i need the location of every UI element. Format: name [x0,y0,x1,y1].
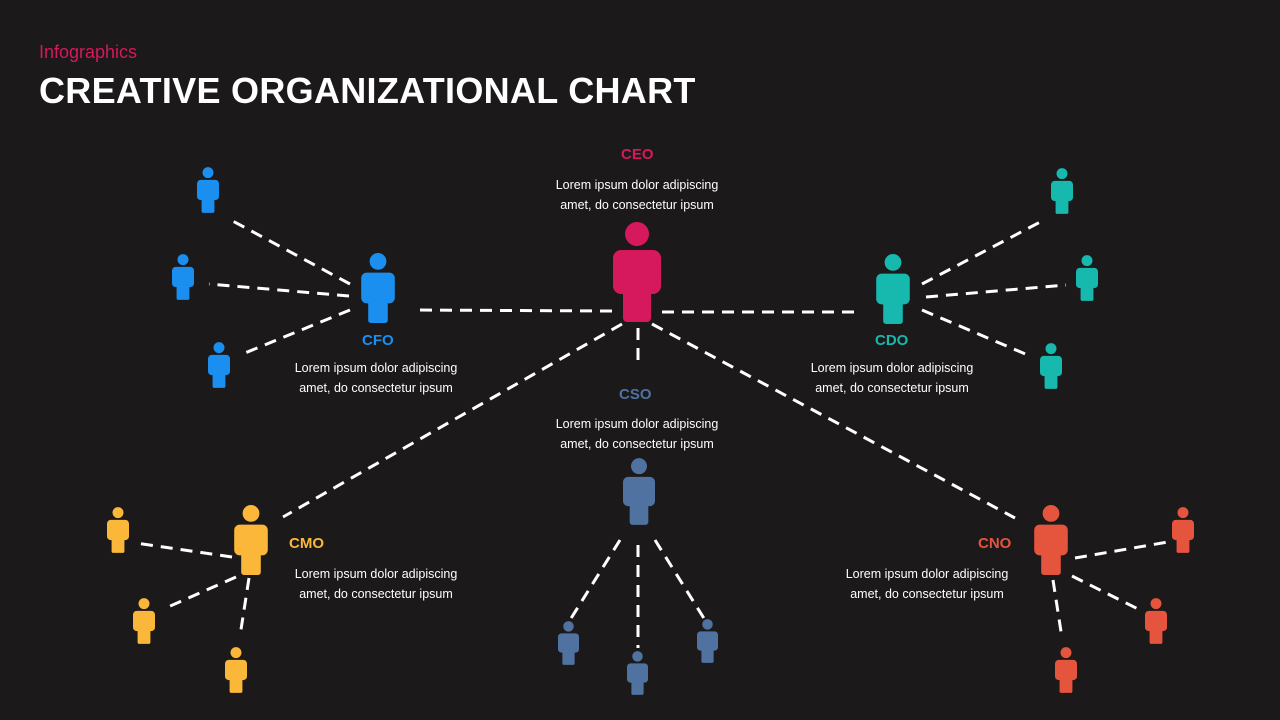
person-icon [1145,598,1167,644]
person-icon [361,253,395,323]
connector-cso-sub-3 [653,539,707,621]
person-icon [133,598,155,644]
cmo-description: Lorem ipsum dolor adipiscing amet, do co… [294,567,458,601]
connector-cdo-sub-1 [921,218,1045,286]
connector-cno-sub-1 [1074,540,1169,560]
person-icon [225,647,247,693]
person-icon [1034,505,1068,575]
subtitle: Infographics [39,42,138,62]
connector-cfo-sub-3 [244,308,351,355]
connector-cfo-sub-2 [208,282,350,298]
connectors [135,217,1169,648]
connector-cfo-sub-1 [228,217,351,286]
connector-ceo-cno [651,322,1016,520]
cdo-description: Lorem ipsum dolor adipiscing amet, do co… [810,361,974,395]
connector-ceo-cmo [282,322,623,519]
person-icon [627,651,648,695]
person-icon [613,222,661,322]
cno-description: Lorem ipsum dolor adipiscing amet, do co… [845,567,1009,601]
page-title: CREATIVE ORGANIZATIONAL CHART [39,70,696,111]
cfo-description: Lorem ipsum dolor adipiscing amet, do co… [294,361,458,395]
person-icon [1051,168,1073,214]
ceo-description: Lorem ipsum dolor adipiscing amet, do co… [555,178,719,212]
person-icon [197,167,219,213]
cdo-role: CDO [875,332,909,349]
person-icon [107,507,129,553]
cso-role: CSO [619,386,652,403]
cso-description: Lorem ipsum dolor adipiscing amet, do co… [555,417,719,451]
connector-cdo-sub-3 [921,308,1031,358]
connector-cno-sub-2 [1071,574,1141,612]
person-icon [558,621,579,665]
connector-ceo-cfo [411,308,613,313]
person-icon [208,342,230,388]
cno-role: CNO [978,535,1012,552]
person-icon [623,458,655,525]
connector-cmo-sub-3 [238,577,251,637]
connector-cso-sub-1 [568,539,622,621]
connector-cno-sub-3 [1051,579,1064,639]
cfo-role: CFO [362,332,394,349]
person-icon [1040,343,1062,389]
connector-cmo-sub-1 [135,541,233,559]
person-icon [1172,507,1194,553]
cmo-role: CMO [289,535,324,552]
connector-cmo-sub-2 [167,575,237,609]
person-icon [697,619,718,663]
connector-cdo-sub-2 [925,283,1067,299]
person-icon [1055,647,1077,693]
person-icon [876,254,910,324]
person-icon [1076,255,1098,301]
person-icon [234,505,268,575]
ceo-role: CEO [621,146,654,163]
person-icon [172,254,194,300]
